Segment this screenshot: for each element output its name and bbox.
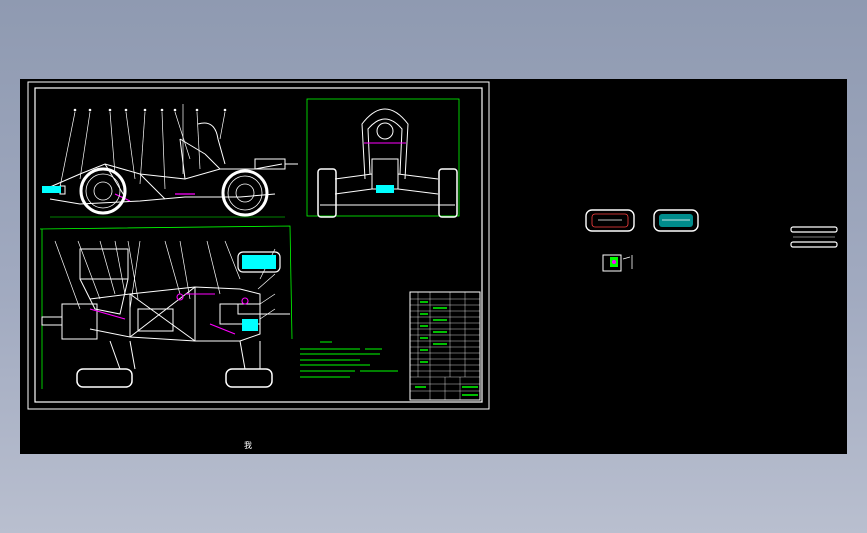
side-view-cyan-part	[42, 186, 61, 193]
top-view[interactable]	[39, 225, 293, 389]
detail-view-3[interactable]	[602, 254, 633, 272]
cad-viewport[interactable]: 我	[20, 79, 847, 454]
sheet-inner-frame	[34, 87, 483, 403]
detail-view-4[interactable]	[790, 226, 838, 248]
sheet-outer-frame	[27, 81, 490, 410]
detail-view-2[interactable]	[653, 209, 699, 232]
front-view[interactable]	[306, 98, 460, 218]
drawing-bottom-label: 我	[244, 441, 252, 450]
side-view[interactable]	[42, 104, 298, 218]
technical-notes	[300, 341, 398, 378]
detail-view-1[interactable]	[585, 209, 635, 232]
cad-drawing-canvas[interactable]	[20, 79, 847, 454]
parts-list-table[interactable]	[409, 291, 481, 401]
